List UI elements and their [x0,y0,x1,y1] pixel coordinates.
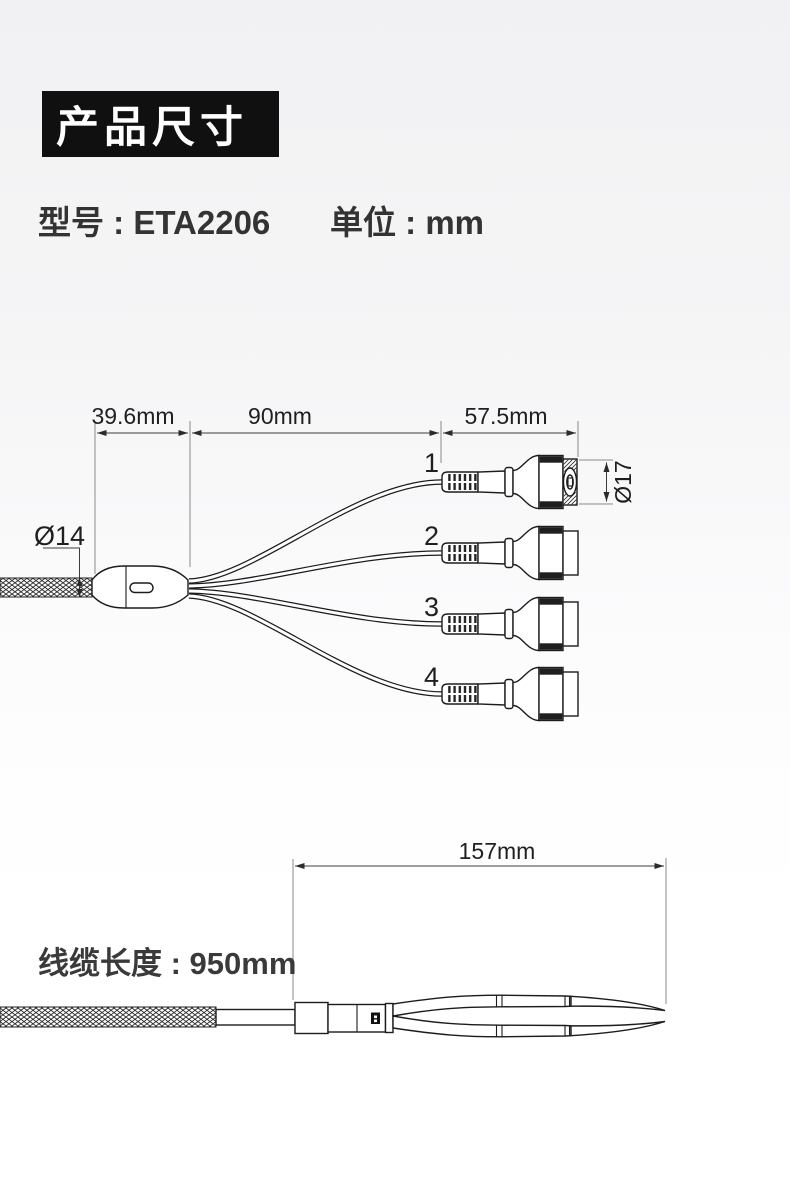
probe-body [327,1002,394,1034]
extension-lines-bottom [292,858,667,1004]
connector-diameter-label: Ø17 [610,460,636,503]
wire-3 [188,588,443,627]
splitter-body [91,565,189,609]
top-diagram: 39.6mm 90mm 57.5mm Ø14 [0,403,636,722]
wire-2 [188,550,443,589]
extension-lines-top [94,421,579,574]
cable-length-label: 线缆长度 : 950mm [38,946,296,981]
connector-1-label: 1 [424,448,439,478]
splitter-slot [129,582,154,594]
model-label: 型号 : ETA2206 [38,204,271,241]
page-title-text: 产品尺寸 [56,104,248,152]
lower-arm [392,1015,666,1038]
connector-diameter-dimension: Ø17 [579,459,636,505]
upper-arm [392,994,666,1017]
wire-4 [188,593,443,697]
connector-2-label: 2 [424,521,439,551]
probe-switch [371,1012,380,1024]
dim-label-connector-length: 57.5mm [464,403,547,429]
model-unit-row: 型号 : ETA2206 单位 : mm [38,196,738,241]
probe-sleeve [215,1008,296,1026]
dim-label-wire-length: 90mm [248,403,312,429]
cable-diameter-label: Ø14 [34,521,85,551]
splitter-wires [188,479,443,697]
main-cable [0,577,93,598]
probe-cable [0,1006,217,1028]
dim-label-splitter-length: 39.6mm [91,403,174,429]
probe-length-label: 157mm [459,838,536,864]
connector-4 [441,666,579,722]
connector-4-label: 4 [424,662,439,692]
wire-1 [188,479,443,584]
page-title: 产品尺寸 [42,91,279,157]
probe-collar [294,1001,329,1035]
unit-label: 单位 : mm [330,204,485,241]
connector-2 [441,525,579,581]
connector-3 [441,596,579,652]
connector-1 [441,454,578,510]
bottom-diagram: 157mm 线缆长度 : 950mm [0,838,667,1038]
connector-3-label: 3 [424,592,439,622]
